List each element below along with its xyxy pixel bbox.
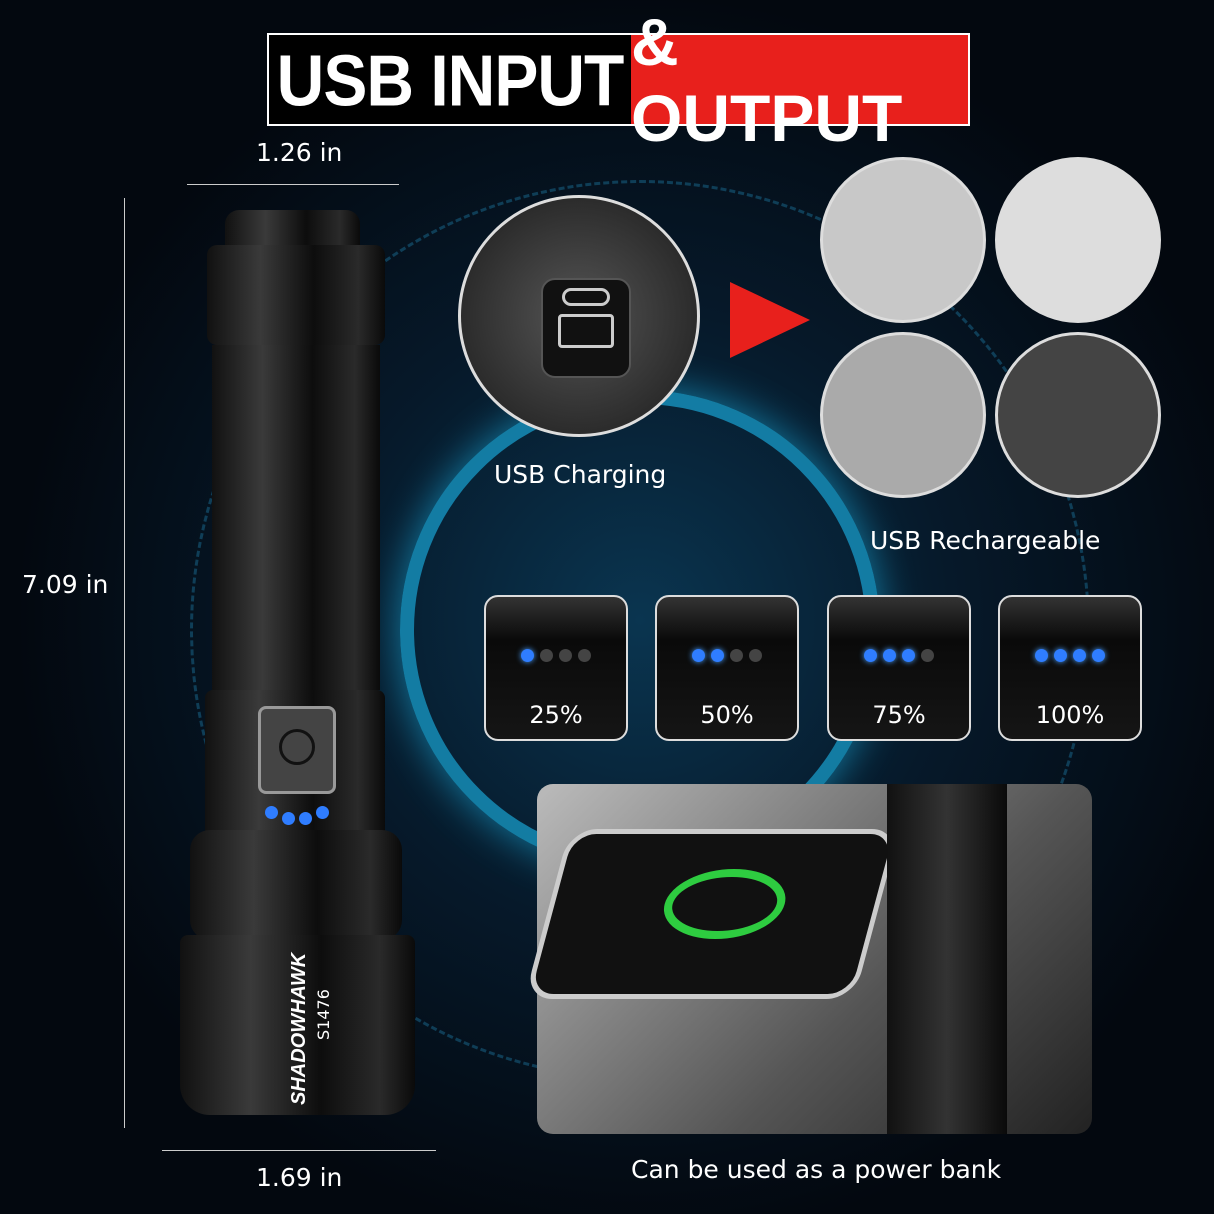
power-button-icon xyxy=(258,706,336,794)
top-width-label: 1.26 in xyxy=(256,138,343,167)
led-dot xyxy=(1054,649,1067,662)
title-part2: & OUTPUT xyxy=(631,5,968,155)
phone-image xyxy=(524,829,900,999)
usb-c-port-icon xyxy=(562,288,610,306)
battery-level-1: 25% xyxy=(484,595,628,741)
title-part1: USB INPUT xyxy=(276,38,625,121)
usb-a-port-icon xyxy=(558,314,614,348)
battery-percent: 75% xyxy=(872,701,926,729)
led-dot xyxy=(921,649,934,662)
battery-percent: 50% xyxy=(700,701,754,729)
battery-level-4: 100% xyxy=(998,595,1142,741)
led-dot xyxy=(730,649,743,662)
bottom-width-line xyxy=(162,1150,436,1151)
led-dot xyxy=(540,649,553,662)
battery-level-3: 75% xyxy=(827,595,971,741)
charging-ring-icon xyxy=(655,869,795,939)
led-dot xyxy=(692,649,705,662)
led-dot xyxy=(711,649,724,662)
power-bank-photo xyxy=(524,784,1092,1134)
top-width-line xyxy=(187,184,399,185)
led-dot xyxy=(1092,649,1105,662)
model-label: S1476 xyxy=(314,989,333,1040)
battery-percent: 25% xyxy=(529,701,583,729)
usb-port-closeup xyxy=(458,195,700,437)
usb-rechargeable-label: USB Rechargeable xyxy=(870,526,1101,555)
brand-logo: SHADOWHAWK xyxy=(288,952,310,1105)
led-dot xyxy=(578,649,591,662)
battery-percent: 100% xyxy=(1035,701,1105,729)
car-charger-image xyxy=(995,332,1161,498)
title-banner: USB INPUT & OUTPUT xyxy=(267,5,970,155)
height-label: 7.09 in xyxy=(22,570,109,599)
led-dot xyxy=(559,649,572,662)
battery-indicator-icon xyxy=(265,806,329,825)
led-dot xyxy=(883,649,896,662)
laptop-image xyxy=(995,157,1161,323)
height-line xyxy=(124,198,125,1128)
power-bank-image xyxy=(820,332,986,498)
arrow-right-icon xyxy=(730,282,810,358)
led-dot xyxy=(1073,649,1086,662)
power-bank-label: Can be used as a power bank xyxy=(631,1155,1002,1184)
led-dot xyxy=(1035,649,1048,662)
usb-charging-label: USB Charging xyxy=(494,460,667,489)
battery-level-2: 50% xyxy=(655,595,799,741)
bottom-width-label: 1.69 in xyxy=(256,1163,343,1192)
led-dot xyxy=(864,649,877,662)
led-dot xyxy=(902,649,915,662)
led-dot xyxy=(749,649,762,662)
led-dot xyxy=(521,649,534,662)
wall-socket-image xyxy=(820,157,986,323)
